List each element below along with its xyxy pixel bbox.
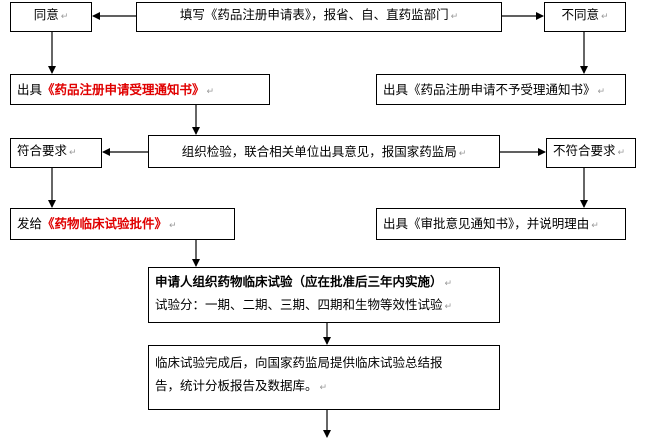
disagree-text: 不同意 (561, 7, 599, 22)
clinical-trial-box: 申请人组织药物临床试验（应在批准后三年内实施）↵ 试验分：一期、二期、三期、四期… (148, 267, 500, 323)
accept-notice-box: 出具《药品注册申请受理通知书》↵ (10, 74, 270, 105)
opinion-notice-text: 出具《审批意见通知书》，并说明理由 (383, 216, 590, 231)
meets-requirements-box: 符合要求↵ (10, 138, 102, 168)
return-mark: ↵ (319, 383, 328, 393)
trial-summary-line2: 告，统计分板报告及数据库。 (155, 378, 318, 393)
not-meets-requirements-text: 不符合要求 (553, 143, 616, 158)
trial-summary-line1: 临床试验完成后，向国家药监局提供临床试验总结报 (155, 355, 443, 370)
submit-application-box: 填写《药品注册申请表》，报省、自、直药监部门↵ (136, 2, 502, 32)
return-mark: ↵ (617, 148, 626, 158)
reject-notice-box: 出具《药品注册申请不予受理通知书》↵ (376, 74, 626, 105)
clinical-trial-title: 申请人组织药物临床试验（应在批准后三年内实施） (155, 274, 443, 289)
opinion-notice-box: 出具《审批意见通知书》，并说明理由↵ (376, 208, 626, 240)
return-mark: ↵ (444, 279, 453, 289)
return-mark: ↵ (450, 12, 459, 22)
approval-issue-box: 发给《药物临床试验批件》↵ (10, 208, 235, 240)
return-mark: ↵ (69, 148, 77, 158)
agree-text: 同意 (33, 7, 59, 22)
return-mark: ↵ (600, 12, 609, 22)
meets-requirements-text: 符合要求 (17, 143, 68, 158)
submit-application-text: 填写《药品注册申请表》，报省、自、直药监部门 (179, 7, 449, 22)
agree-box: 同意↵ (10, 2, 92, 32)
disagree-box: 不同意↵ (544, 2, 626, 32)
reject-notice-text: 出具《药品注册申请不予受理通知书》 (383, 82, 596, 97)
return-mark: ↵ (597, 87, 606, 97)
clinical-trial-phases: 试验分：一期、二期、三期、四期和生物等效性试验 (155, 297, 443, 312)
return-mark: ↵ (206, 87, 215, 97)
inspect-text: 组织检验，联合相关单位出具意见，报国家药监局 (181, 144, 457, 159)
accept-notice-prefix: 出具 (17, 82, 43, 97)
approval-issue-prefix: 发给 (17, 216, 43, 231)
accept-notice-title: 《药品注册申请受理通知书》 (42, 82, 205, 97)
return-mark: ↵ (60, 12, 69, 22)
return-mark: ↵ (444, 302, 453, 312)
trial-summary-box: 临床试验完成后，向国家药监局提供临床试验总结报 告，统计分板报告及数据库。↵ (148, 345, 500, 410)
inspect-box: 组织检验，联合相关单位出具意见，报国家药监局↵ (148, 135, 500, 168)
return-mark: ↵ (169, 221, 177, 231)
return-mark: ↵ (591, 221, 599, 231)
not-meets-requirements-box: 不符合要求↵ (546, 138, 636, 168)
return-mark: ↵ (458, 149, 467, 159)
approval-issue-title: 《药物临床试验批件》 (42, 216, 168, 231)
